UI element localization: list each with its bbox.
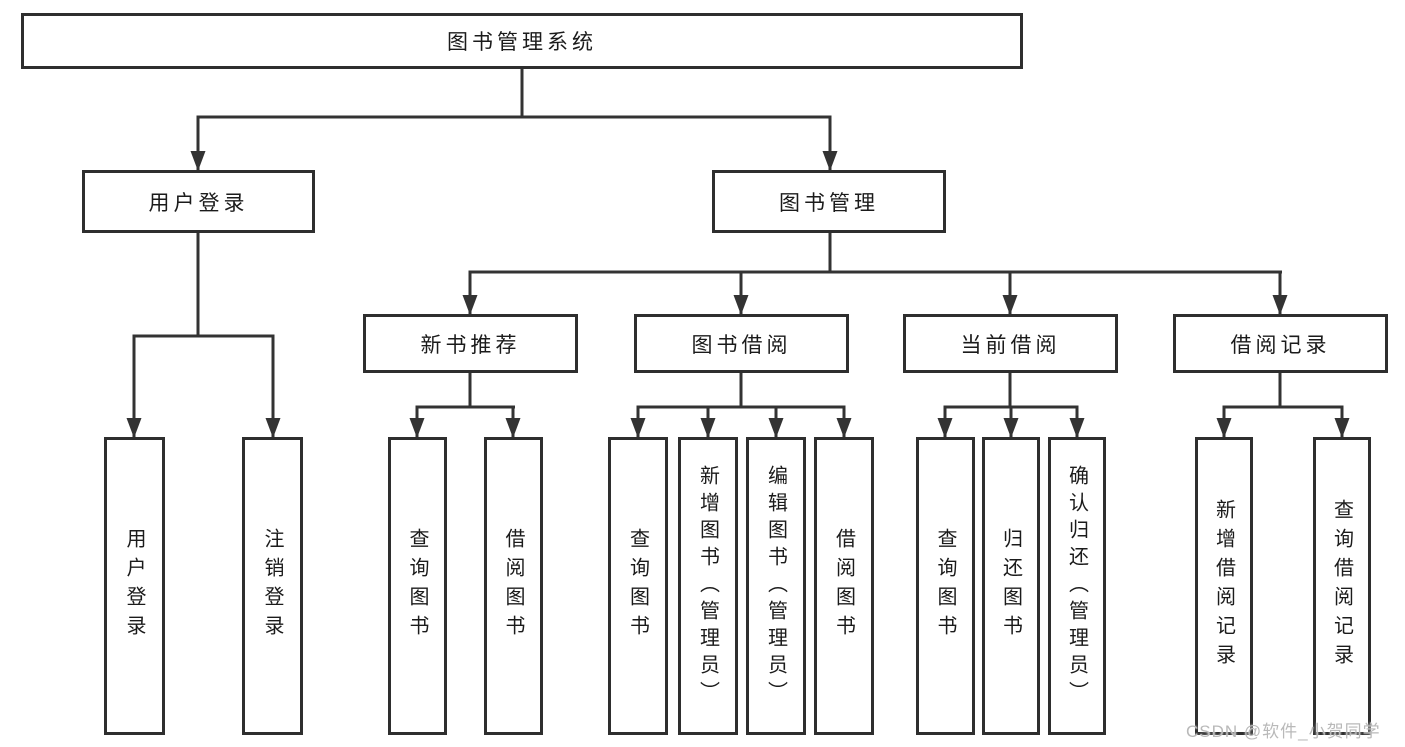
node-current-borrowing: 当前借阅 [903,314,1118,373]
node-user-login: 用户登录 [82,170,315,233]
leaf-return-books: 归还图书 [982,437,1040,735]
leaf-edit-books-admin: 编辑图书（管理员） [746,437,806,735]
leaf-query-books-2: 查询图书 [608,437,668,735]
node-new-book-recommendation: 新书推荐 [363,314,578,373]
node-book-management: 图书管理 [712,170,946,233]
leaf-borrow-books-1: 借阅图书 [484,437,543,735]
node-borrowing-records: 借阅记录 [1173,314,1388,373]
leaf-add-borrow-record: 新增借阅记录 [1195,437,1253,735]
leaf-add-books-admin: 新增图书（管理员） [678,437,738,735]
node-book-borrowing: 图书借阅 [634,314,849,373]
leaf-query-books-1: 查询图书 [388,437,447,735]
csdn-watermark: CSDN @软件_小贺同学 [1186,722,1381,741]
leaf-query-borrow-record: 查询借阅记录 [1313,437,1371,735]
leaf-user-login: 用户登录 [104,437,165,735]
leaf-logout: 注销登录 [242,437,303,735]
leaf-borrow-books-2: 借阅图书 [814,437,874,735]
node-root: 图书管理系统 [21,13,1023,69]
leaf-query-books-3: 查询图书 [916,437,975,735]
leaf-confirm-return-admin: 确认归还（管理员） [1048,437,1106,735]
